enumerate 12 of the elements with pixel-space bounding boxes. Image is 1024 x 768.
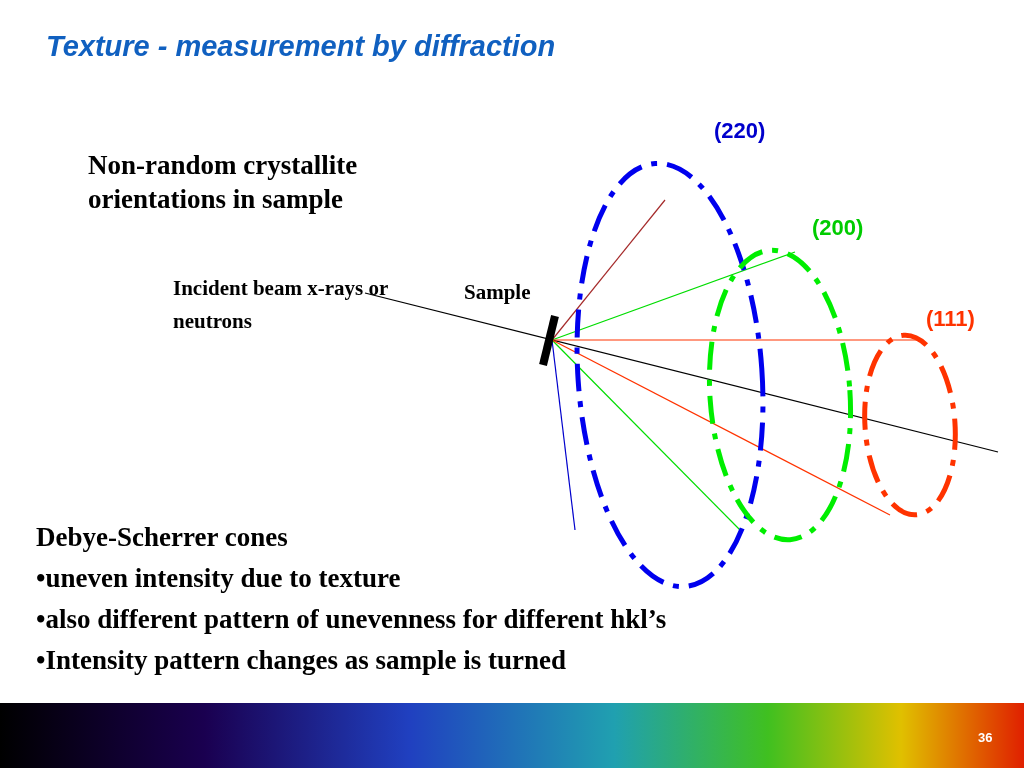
bullet-text: •also different pattern of unevenness for different hkl’s <box>36 604 667 635</box>
heading-text: Non-random crystallite orientations in sample <box>88 149 359 216</box>
hkl-label: (111) <box>926 306 975 332</box>
sample-label: Sample <box>464 280 531 305</box>
beam-label: Incident beam x-rays or neutrons <box>173 275 389 335</box>
hkl-label: (200) <box>812 215 864 241</box>
page-number: 36 <box>978 730 993 745</box>
slide-title: Texture - measurement by diffraction <box>46 30 556 63</box>
heading-text: Debye-Scherrer cones <box>36 522 288 553</box>
bullet-text: •Intensity pattern changes as sample is turned <box>36 645 566 676</box>
hkl-label: (220) <box>714 118 766 144</box>
bullet-text: •uneven intensity due to texture <box>36 563 401 594</box>
